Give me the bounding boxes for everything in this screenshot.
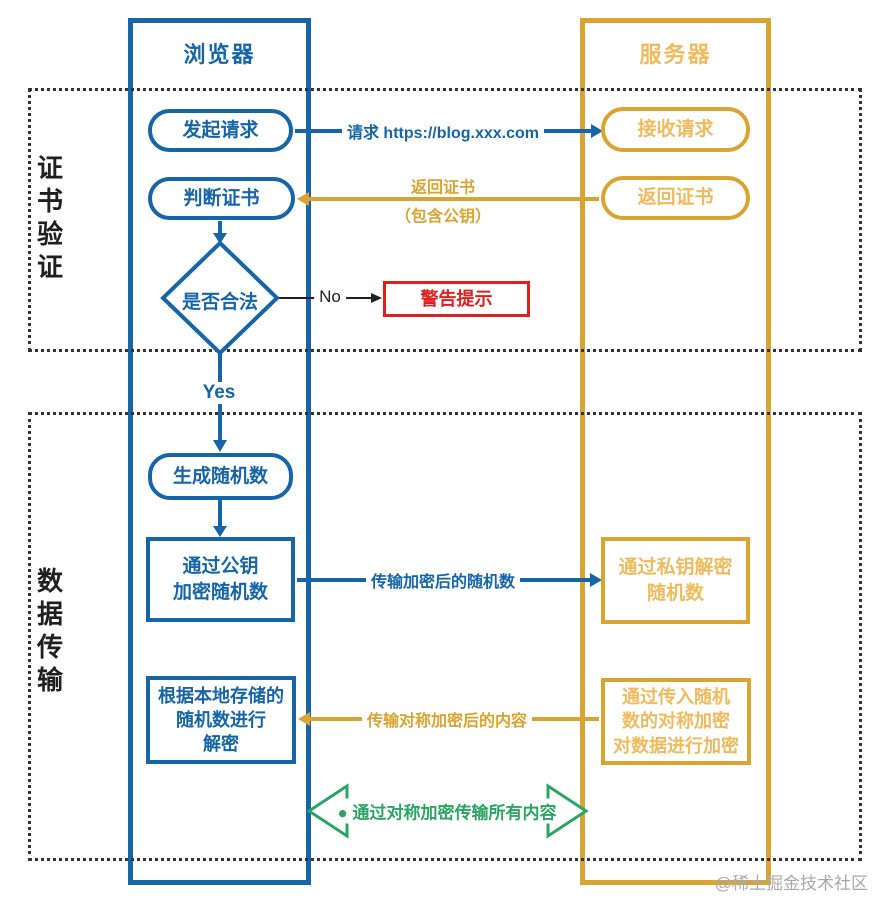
edge-label-all-content-symmetric: ● 通过对称加密传输所有内容 [335,798,559,824]
node-local-decrypt: 根据本地存储的 随机数进行 解密 [146,676,296,764]
node-encrypt-with-public-key: 通过公钥 加密随机数 [146,537,295,622]
node-symmetric-encrypt-data: 通过传入随机 数的对称加密 对数据进行加密 [601,678,751,765]
node-return-certificate: 返回证书 [601,176,750,220]
edge-label-yes: Yes [197,382,241,404]
edge-label-symmetric-content: 传输对称加密后的内容 [361,707,533,731]
server-lane: 服务器 [580,18,771,885]
node-decrypt-with-private-key-label: 通过私钥解密 随机数 [618,556,733,604]
node-judge-certificate: 判断证书 [148,177,295,220]
node-return-certificate-label: 返回证书 [637,187,714,209]
node-warning-label: 警告提示 [420,288,493,309]
phase-label-data-transmission: 数据传输 [36,566,63,695]
node-receive-request: 接收请求 [601,107,750,152]
edge-label-request-url: 请求 https://blog.xxx.com [341,119,545,143]
node-warning: 警告提示 [383,281,530,317]
node-initiate-request: 发起请求 [148,109,293,152]
node-judge-certificate-label: 判断证书 [183,187,260,209]
browser-lane-title: 浏览器 [183,42,256,67]
node-is-valid-label: 是否合法 [181,292,258,313]
node-encrypt-with-public-key-label: 通过公钥 加密随机数 [172,555,268,603]
watermark: @稀土掘金技术社区 [714,874,868,893]
phase-box-certificate-verification [28,88,862,352]
edge-label-no: No [314,287,346,307]
node-initiate-request-label: 发起请求 [182,119,259,141]
phase-label-certificate-verification: 证书验证 [36,153,63,282]
server-lane-title: 服务器 [639,42,712,67]
node-decrypt-with-private-key: 通过私钥解密 随机数 [601,537,750,624]
edge-label-encrypted-random: 传输加密后的随机数 [365,568,521,592]
node-generate-random: 生成随机数 [148,453,293,500]
browser-lane: 浏览器 [128,18,311,885]
node-local-decrypt-label: 根据本地存储的 随机数进行 解密 [158,685,284,755]
node-symmetric-encrypt-data-label: 通过传入随机 数的对称加密 对数据进行加密 [613,687,739,756]
node-generate-random-label: 生成随机数 [172,465,268,487]
node-receive-request-label: 接收请求 [637,118,714,140]
edge-label-return-certificate: 返回证书 （包含公钥） [395,174,491,227]
edge-label-return-certificate-line2: （包含公钥） [394,208,492,226]
edge-label-return-certificate-line1: 返回证书 [410,179,476,197]
phase-box-data-transmission [28,412,862,861]
